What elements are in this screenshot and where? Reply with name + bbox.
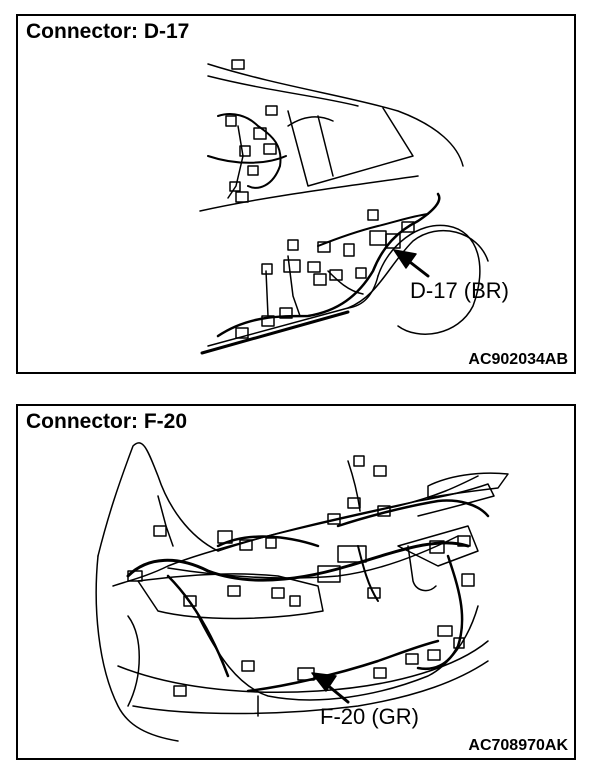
f20-wiring-illustration [95, 442, 509, 742]
connector-label: F-20 (GR) [320, 704, 419, 729]
reference-code: AC902034AB [468, 351, 568, 368]
panel-title: Connector: F-20 [26, 410, 188, 433]
connector-f20-panel: Connector: F-20 [16, 404, 576, 760]
reference-code: AC708970AK [468, 737, 568, 754]
connector-label: D-17 (BR) [410, 278, 510, 303]
panel-title: Connector: D-17 [26, 20, 190, 43]
connector-d17-panel: Connector: D-17 [16, 14, 576, 374]
d17-wiring-illustration [199, 59, 489, 355]
